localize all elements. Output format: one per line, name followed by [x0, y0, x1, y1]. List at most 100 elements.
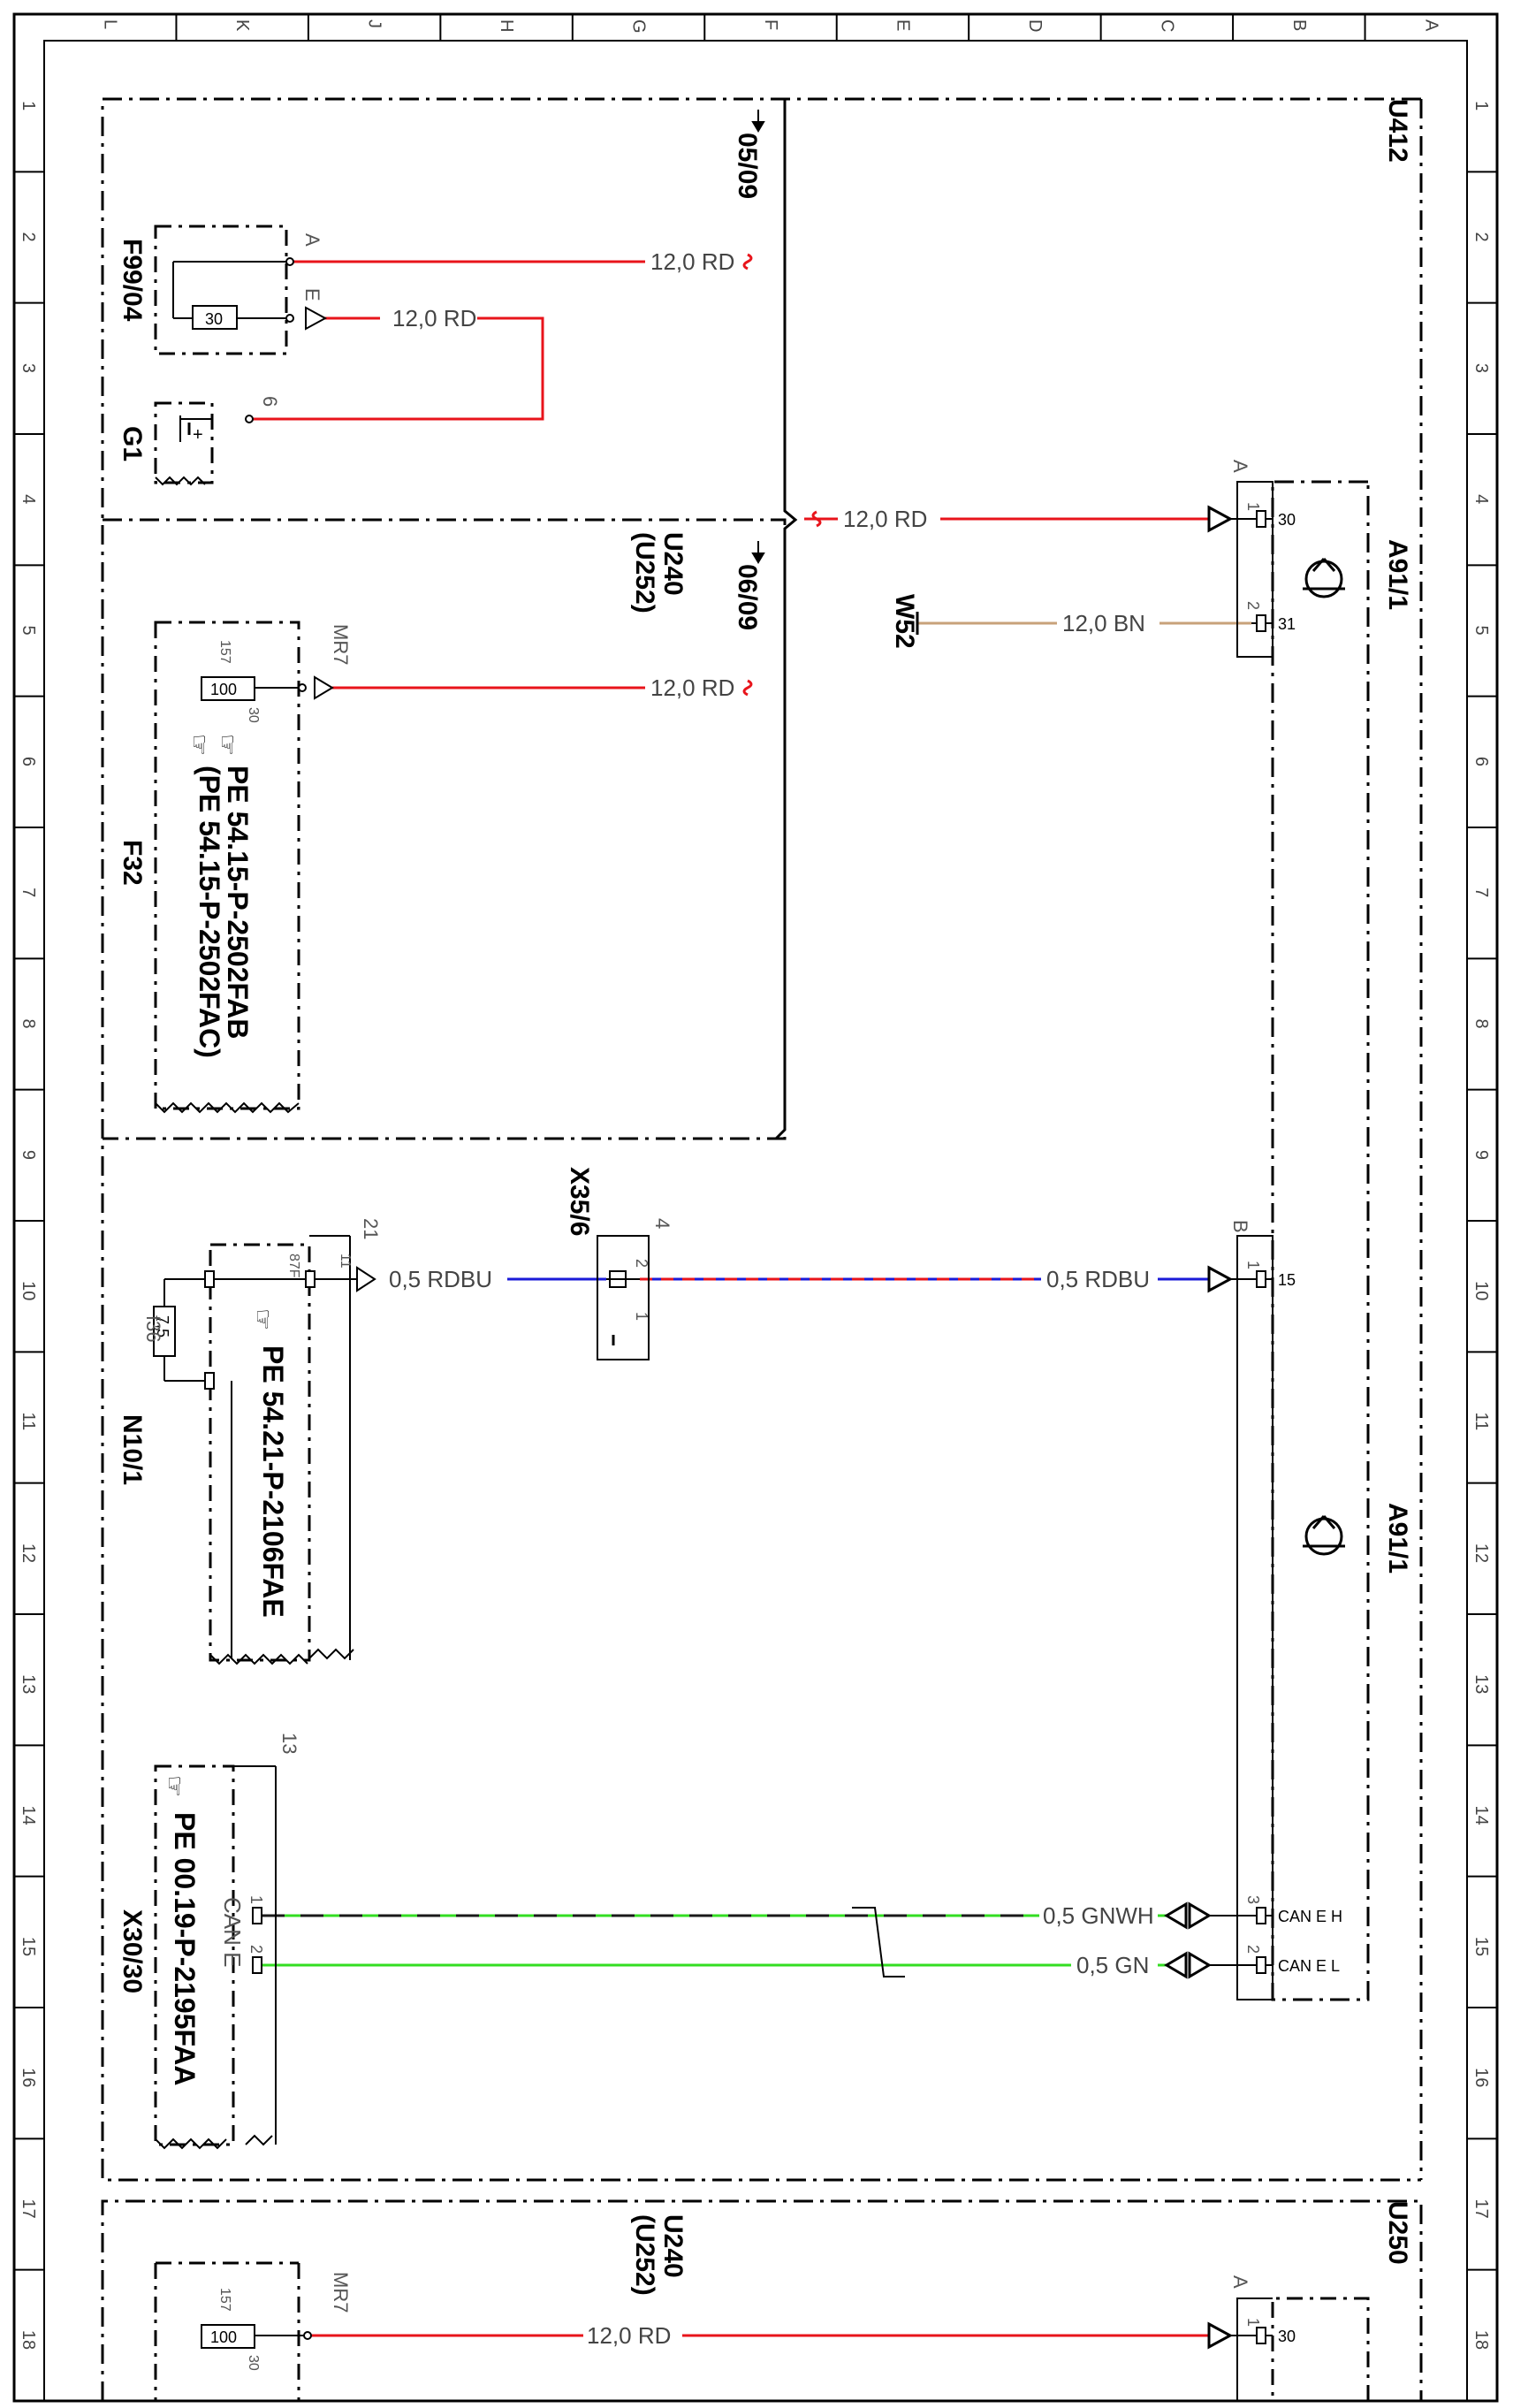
- f32-mr7-b: MR7: [330, 2272, 352, 2313]
- section-u252-label-a: (U252): [630, 532, 659, 613]
- column-label-d: D: [1025, 19, 1045, 32]
- row-label-17-left: 17: [19, 2199, 38, 2219]
- wire-label-7: 0,5 RDBU: [1046, 1266, 1150, 1292]
- a91-conn-a-label: A: [1229, 460, 1251, 473]
- component-a91-top: A 1 30 2 31 A91/1: [1207, 460, 1412, 658]
- row-label-7-left: 7: [19, 888, 38, 897]
- row-label-2-left: 2: [19, 232, 38, 242]
- hand-icon-3: ☞: [249, 1308, 277, 1330]
- row-label-10-right: 10: [1471, 1281, 1491, 1300]
- wire-label-2: 12,0 RD: [392, 305, 476, 331]
- wire-label-6: 0,5 RDBU: [389, 1266, 492, 1292]
- wire-label-9: 0,5 GN: [1076, 1952, 1149, 1978]
- x35-pin-4: 4: [651, 1218, 673, 1229]
- f32-fuse-rating-a: 100: [210, 681, 237, 698]
- section-u412-label: U412: [1383, 99, 1412, 163]
- column-label-j: J: [365, 19, 384, 28]
- component-x30: 13 1 2 CAN E PE 00.19-P-2195FAA ☞ X30/30: [118, 1733, 300, 2150]
- column-label-f: F: [761, 19, 780, 30]
- row-label-8-left: 8: [19, 1019, 38, 1029]
- x30-can-e: CAN E: [219, 1897, 246, 1967]
- row-label-1-right: 1: [1471, 101, 1491, 110]
- hand-icon-4: ☞: [161, 1775, 188, 1797]
- row-label-8-right: 8: [1471, 1019, 1491, 1029]
- sheet-ref-0609: 06/09: [733, 564, 762, 630]
- f32-pin-30-b: 30: [246, 2355, 261, 2371]
- sheet-ref-0509: 05/09: [733, 133, 762, 199]
- row-label-3-left: 3: [19, 363, 38, 373]
- row-label-9-left: 9: [19, 1150, 38, 1160]
- row-label-9-right: 9: [1471, 1150, 1491, 1160]
- column-label-e: E: [893, 19, 912, 31]
- component-f32: 100 157 30 MR7 PE 54.15-P-2502FAB (PE 54…: [118, 621, 352, 1114]
- row-label-2-right: 2: [1471, 232, 1491, 242]
- component-w52: W52: [890, 594, 919, 649]
- n10-fuse-rating: 7,5: [154, 1315, 171, 1337]
- wire-label-4: 12,0 BN: [1062, 610, 1145, 636]
- wires: [253, 260, 1251, 2337]
- section-line-solid: [774, 99, 798, 1140]
- f99-pin-a: A: [301, 233, 323, 247]
- g1-plus: +: [193, 425, 203, 445]
- column-label-h: H: [497, 19, 516, 32]
- f32-mr7-a: MR7: [330, 624, 352, 665]
- f32-label: F32: [118, 840, 147, 886]
- column-label-k: K: [232, 19, 252, 32]
- section-u252-label-b: (U252): [630, 2214, 659, 2296]
- g1-pin-6: 6: [259, 396, 281, 407]
- drawing-frame: [12, 12, 1499, 2403]
- row-label-4-right: 4: [1471, 494, 1491, 504]
- row-label-6-right: 6: [1471, 757, 1491, 766]
- hand-icon-2: ☞: [186, 734, 213, 756]
- a91-pin-31: 31: [1278, 615, 1296, 633]
- pe-ref-4: PE 00.19-P-2195FAA: [169, 1812, 201, 2086]
- a91-conn-b-label: B: [1229, 1220, 1251, 1233]
- component-a91-mid: B 1 15 A91/1 3 CAN E H 2 CAN E L: [1164, 1220, 1412, 2000]
- column-label-g: G: [629, 19, 649, 34]
- x35-pin-1: 1: [633, 1312, 650, 1321]
- section-boundaries: [101, 97, 1423, 2401]
- a91-pin-30d: 30: [1278, 2328, 1296, 2345]
- row-label-11-right: 11: [1471, 1413, 1491, 1431]
- sheet-ref-arrows: [751, 110, 765, 564]
- row-label-12-right: 12: [1471, 1543, 1491, 1563]
- wire-label-10: 12,0 RD: [587, 2322, 671, 2349]
- component-g1: + 6 G1: [118, 396, 281, 486]
- n10-label: N10/1: [118, 1414, 147, 1485]
- speaker-icon-top: [1303, 558, 1345, 598]
- f32-fuse-rating-b: 100: [210, 2328, 237, 2346]
- row-label-12-left: 12: [19, 1543, 38, 1563]
- column-label-c: C: [1157, 19, 1176, 32]
- section-u250-label: U250: [1383, 2201, 1412, 2265]
- pe-ref-3: PE 54.21-P-2106FAE: [257, 1345, 289, 1618]
- wire-label-1: 12,0 RD: [650, 248, 734, 275]
- row-label-4-left: 4: [19, 494, 38, 504]
- row-label-14-right: 14: [1471, 1806, 1491, 1825]
- f99-pin-e: E: [301, 288, 323, 301]
- column-label-b: B: [1289, 19, 1309, 31]
- row-label-6-left: 6: [19, 757, 38, 766]
- wire-label-3: 12,0 RD: [843, 506, 927, 532]
- a91-pin-2c: 2: [1244, 1945, 1262, 1954]
- row-label-3-right: 3: [1471, 363, 1491, 373]
- x35-pin-2: 2: [633, 1259, 650, 1268]
- row-label-11-left: 11: [19, 1413, 38, 1431]
- wire-label-8: 0,5 GNWH: [1043, 1902, 1154, 1929]
- a91-pin-1: 1: [1244, 502, 1262, 511]
- n10-pin-21: 21: [360, 1218, 382, 1239]
- row-label-1-left: 1: [19, 101, 38, 110]
- a91-top-label: A91/1: [1383, 539, 1412, 610]
- x30-pin-13: 13: [278, 1733, 300, 1754]
- f32-pin-157-a: 157: [217, 640, 232, 664]
- a91-pin-3: 3: [1244, 1895, 1262, 1904]
- a91-pin-1d: 1: [1244, 2318, 1262, 2327]
- wire-labels: 12,0 RD 12,0 RD 12,0 RD 12,0 BN 12,0 RD …: [389, 248, 1154, 2349]
- component-f99: 30 A E F99/04: [118, 225, 328, 355]
- f32-pin-30-a: 30: [246, 707, 261, 723]
- f99-fuse-rating: 30: [205, 310, 223, 328]
- row-label-16-right: 16: [1471, 2068, 1491, 2087]
